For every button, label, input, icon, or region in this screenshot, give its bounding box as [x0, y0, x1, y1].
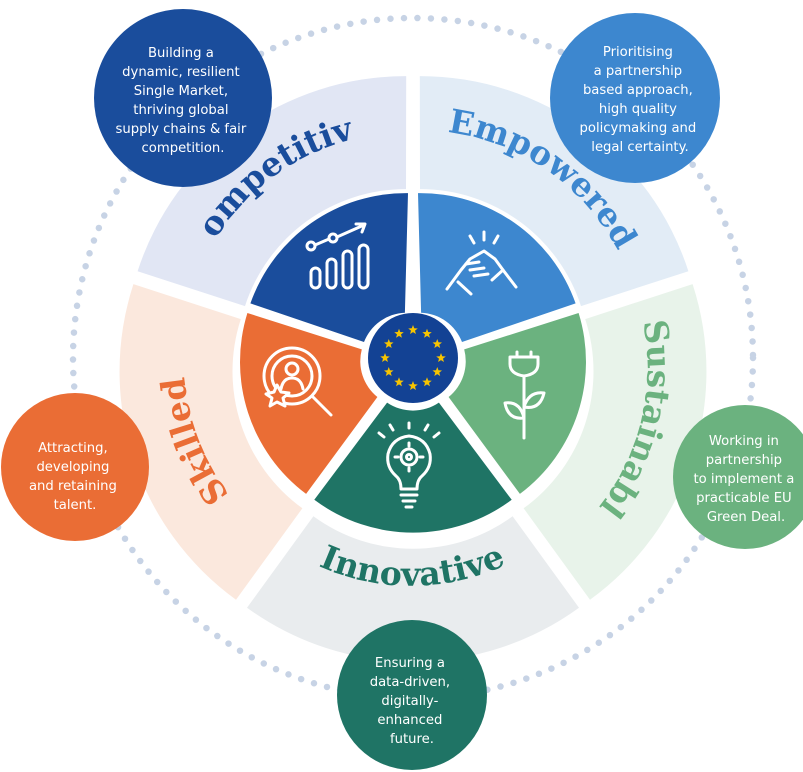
inner-ring [240, 193, 586, 533]
outer-segment-sustainable [523, 284, 707, 600]
bubble-text-innovative: Ensuring a data-driven, digitally- enhan… [370, 656, 455, 747]
bubble-text-sustainable: Working in partnership to implement a pr… [693, 434, 798, 525]
eu-star [422, 328, 432, 338]
handshake-icon [445, 230, 518, 296]
outer-ring [119, 76, 707, 662]
bubble-text-empowered: Prioritising a partnership based approac… [580, 45, 701, 155]
eu-star [432, 367, 442, 377]
eu-star [408, 381, 418, 391]
bubble-text-competitive: Building a dynamic, resilient Single Mar… [116, 46, 251, 156]
dotted-ring [69, 14, 757, 702]
plant-plug-icon [503, 350, 546, 440]
eu-star [394, 377, 404, 387]
lightbulb-gear-icon [377, 421, 441, 509]
outer-segment-skilled [119, 284, 303, 600]
bubble-sustainable [673, 405, 803, 549]
eu-star [384, 367, 394, 377]
outer-segment-empowered [419, 76, 689, 307]
bubble-empowered [550, 13, 720, 183]
center-disc [368, 313, 458, 403]
inner-segment-innovative [314, 402, 512, 533]
growth-chart-icon [305, 222, 370, 290]
bubble-text-skilled: Attracting, developing and retaining tal… [29, 441, 121, 513]
eu-star [422, 377, 432, 387]
outer-segment-innovative [247, 516, 579, 662]
bubble-competitive [94, 9, 272, 187]
talent-search-icon [262, 346, 333, 417]
eu-star [436, 353, 446, 363]
inner-segment-competitive [250, 193, 408, 342]
inner-segment-skilled [240, 313, 378, 494]
inner-segment-sustainable [448, 313, 586, 494]
bubble-innovative [337, 620, 487, 770]
eu-flag-stars-icon [380, 325, 446, 391]
eu-star [408, 325, 418, 335]
center-circle [368, 313, 458, 403]
eu-star [380, 353, 390, 363]
bubble-skilled [1, 393, 149, 541]
eu-star [384, 339, 394, 349]
eu-star [432, 339, 442, 349]
inner-segment-empowered [418, 193, 576, 342]
outer-segment-competitive [137, 76, 407, 307]
eu-star [394, 328, 404, 338]
